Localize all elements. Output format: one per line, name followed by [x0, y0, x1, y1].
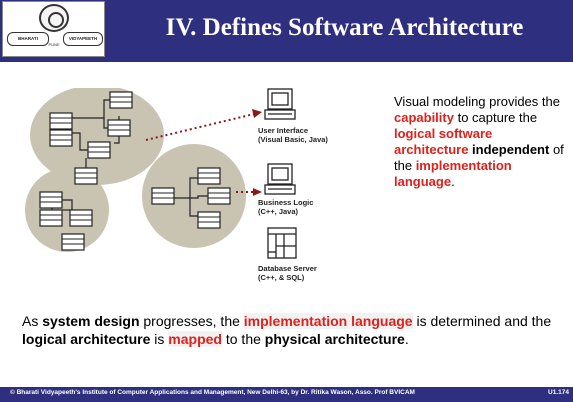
slide-number: U1.174	[548, 389, 569, 396]
class-box	[197, 167, 221, 185]
class-box	[87, 141, 111, 159]
para-run: As	[22, 313, 43, 329]
class-box	[207, 187, 231, 205]
user-interface-title: User Interface	[258, 126, 309, 135]
institute-logo: BHARATI VIDYAPEETH PUNE	[2, 1, 105, 57]
user-interface-label: User Interface (Visual Basic, Java)	[258, 126, 328, 144]
slide-title: IV. Defines Software Architecture	[165, 14, 524, 41]
class-box	[74, 167, 98, 185]
side-text-logical-architecture: logical software architecture	[394, 126, 493, 157]
class-cluster-blob-top	[30, 85, 164, 185]
architecture-diagram: User Interface (Visual Basic, Java) Busi…	[22, 85, 377, 288]
database-server-icon	[267, 227, 297, 259]
logo-sub-text: PUNE	[48, 42, 60, 47]
side-text-run: of the	[394, 142, 564, 173]
class-box	[39, 191, 63, 209]
para-run: to the	[221, 330, 265, 347]
class-box	[109, 91, 133, 109]
side-text-implementation-language: implementation language	[394, 158, 512, 189]
para-system-design: system design	[42, 313, 140, 329]
computer-icon	[264, 163, 296, 195]
class-box	[39, 209, 63, 227]
side-text-run: to capture the	[453, 110, 538, 125]
arrow-head-logic	[253, 188, 262, 196]
class-box	[69, 209, 93, 227]
business-logic-label: Business Logic (C++, Java)	[258, 198, 313, 216]
para-run: is determined and the	[412, 313, 552, 329]
database-server-tech: (C++, & SQL)	[258, 273, 305, 282]
side-text-run: Visual modeling provides the	[394, 94, 560, 109]
para-run: is	[150, 330, 169, 347]
class-box	[197, 211, 221, 229]
side-text-run: .	[451, 174, 455, 189]
para-implementation-language: implementation language	[243, 313, 413, 329]
title-banner: BHARATI VIDYAPEETH PUNE IV. Defines Soft…	[0, 0, 573, 62]
para-physical-architecture: physical architecture	[264, 330, 405, 347]
visual-modeling-text: Visual modeling provides the capability …	[394, 94, 569, 190]
para-run: progresses, the	[139, 313, 244, 329]
business-logic-tech: (C++, Java)	[258, 207, 299, 216]
class-box	[49, 112, 73, 130]
footer-bar: © Bharati Vidyapeeth's Institute of Comp…	[0, 387, 573, 402]
footer-credit: © Bharati Vidyapeeth's Institute of Comp…	[10, 389, 415, 396]
arrow-head-ui	[252, 109, 262, 118]
computer-icon	[264, 88, 296, 120]
logo-left-text: BHARATI	[7, 32, 49, 46]
para-logical-architecture: logical architecture	[22, 330, 151, 347]
architecture-diagram-svg	[25, 85, 297, 259]
system-design-paragraph: As system design progresses, the impleme…	[22, 313, 562, 348]
class-box	[49, 129, 73, 147]
para-mapped: mapped	[168, 330, 222, 347]
database-server-title: Database Server	[258, 264, 317, 273]
business-logic-title: Business Logic	[258, 198, 314, 207]
para-run: .	[404, 330, 409, 347]
seal-icon	[39, 4, 69, 32]
side-text-independent: independent	[472, 142, 550, 157]
class-box	[107, 119, 131, 137]
user-interface-tech: (Visual Basic, Java)	[258, 135, 328, 144]
class-box	[61, 233, 85, 251]
logo-right-text: VIDYAPEETH	[63, 32, 103, 46]
class-box	[151, 187, 175, 205]
mapping-arrow-ui	[145, 113, 255, 141]
database-server-label: Database Server (C++, & SQL)	[258, 264, 317, 282]
side-text-capability: capability	[394, 110, 454, 125]
